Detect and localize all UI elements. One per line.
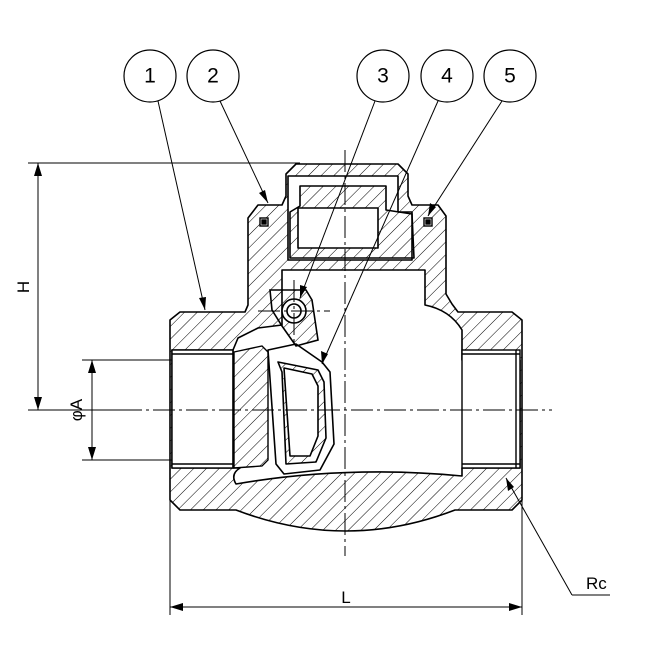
balloon-2: 2 [186, 49, 240, 103]
gasket [259, 217, 433, 227]
dimension-arrows [34, 163, 522, 611]
dimension-lines [28, 162, 523, 615]
seat-ring [233, 345, 269, 469]
dim-label-rc: Rc [586, 574, 607, 593]
balloon-5: 5 [483, 49, 537, 103]
svg-text:5: 5 [504, 65, 516, 88]
balloon-leaders [157, 100, 503, 365]
svg-text:2: 2 [207, 65, 219, 88]
center-lines [120, 150, 552, 556]
dim-label-phi-a: φA [67, 398, 86, 421]
dim-label-l: L [341, 588, 350, 607]
rc-leader-arrow [506, 478, 514, 491]
rc-leader [505, 477, 610, 596]
valve-body [169, 163, 523, 532]
balloon-leader-arrows [199, 190, 436, 364]
svg-text:3: 3 [377, 65, 389, 88]
valve-disc [267, 343, 335, 475]
svg-text:4: 4 [441, 65, 453, 88]
dim-label-h: H [14, 281, 33, 293]
thread-bores [171, 349, 521, 469]
balloon-3: 3 [356, 49, 410, 103]
balloon-4: 4 [420, 49, 474, 103]
svg-text:1: 1 [144, 65, 156, 88]
balloon-1: 1 [123, 49, 177, 103]
